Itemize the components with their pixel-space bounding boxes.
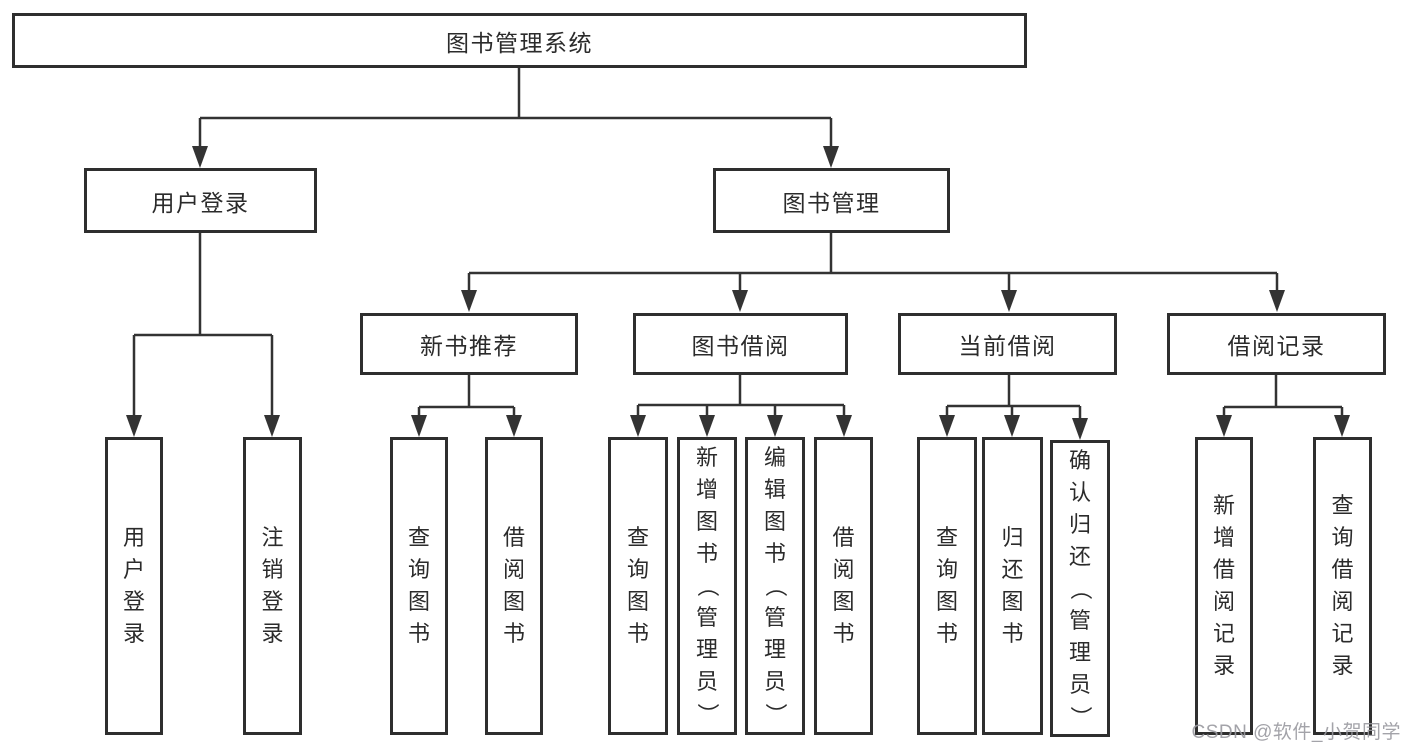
leaf-user-login: 用户登录 [105, 437, 163, 735]
node-new-book-recommend: 新书推荐 [360, 313, 578, 375]
node-book-borrowing-label: 图书借阅 [691, 333, 790, 359]
leaf-logout-label: 注销登录 [261, 525, 284, 646]
node-borrow-records-label: 借阅记录 [1227, 333, 1326, 359]
arrowheads [126, 146, 1350, 440]
leaf-add-borrow-record: 新增借阅记录 [1195, 437, 1253, 735]
leaf-borrow-book-recommend-label: 借阅图书 [502, 525, 525, 646]
leaf-confirm-return-admin-label: 确认归还（管理员） [1067, 447, 1093, 728]
node-user-login-label: 用户登录 [151, 189, 250, 216]
node-book-management-label: 图书管理 [782, 189, 881, 216]
node-user-login: 用户登录 [84, 168, 317, 233]
node-book-management: 图书管理 [713, 168, 950, 233]
leaf-add-borrow-record-label: 新增借阅记录 [1212, 493, 1235, 678]
leaf-add-book-admin: 新增图书（管理员） [677, 437, 737, 735]
watermark: CSDN @软件_小贺同学 [1191, 722, 1401, 743]
node-new-book-recommend-label: 新书推荐 [420, 333, 518, 359]
leaf-query-book-current: 查询图书 [917, 437, 977, 735]
leaf-query-book-current-label: 查询图书 [935, 525, 958, 646]
node-borrow-records: 借阅记录 [1167, 313, 1386, 375]
leaf-query-borrow-record: 查询借阅记录 [1313, 437, 1372, 735]
leaf-confirm-return-admin: 确认归还（管理员） [1050, 440, 1110, 737]
leaf-borrow-book-borrowing-label: 借阅图书 [832, 525, 855, 646]
leaf-borrow-book-borrowing: 借阅图书 [814, 437, 873, 735]
leaf-logout: 注销登录 [243, 437, 302, 735]
node-book-borrowing: 图书借阅 [633, 313, 848, 375]
leaf-edit-book-admin-label: 编辑图书（管理员） [762, 445, 788, 726]
leaf-return-book-label: 归还图书 [1001, 525, 1024, 646]
leaf-edit-book-admin: 编辑图书（管理员） [745, 437, 805, 735]
leaf-query-book-recommend-label: 查询图书 [407, 525, 430, 646]
node-current-borrowing-label: 当前借阅 [958, 333, 1057, 359]
leaf-query-book-recommend: 查询图书 [390, 437, 448, 735]
node-root: 图书管理系统 [12, 13, 1027, 68]
leaf-query-book-borrowing-label: 查询图书 [626, 525, 649, 646]
node-current-borrowing: 当前借阅 [898, 313, 1117, 375]
leaf-add-book-admin-label: 新增图书（管理员） [694, 445, 720, 726]
leaf-return-book: 归还图书 [982, 437, 1043, 735]
leaf-query-book-borrowing: 查询图书 [608, 437, 668, 735]
leaf-user-login-label: 用户登录 [122, 525, 145, 646]
leaf-query-borrow-record-label: 查询借阅记录 [1331, 493, 1354, 678]
node-root-label: 图书管理系统 [446, 29, 593, 56]
leaf-borrow-book-recommend: 借阅图书 [485, 437, 543, 735]
